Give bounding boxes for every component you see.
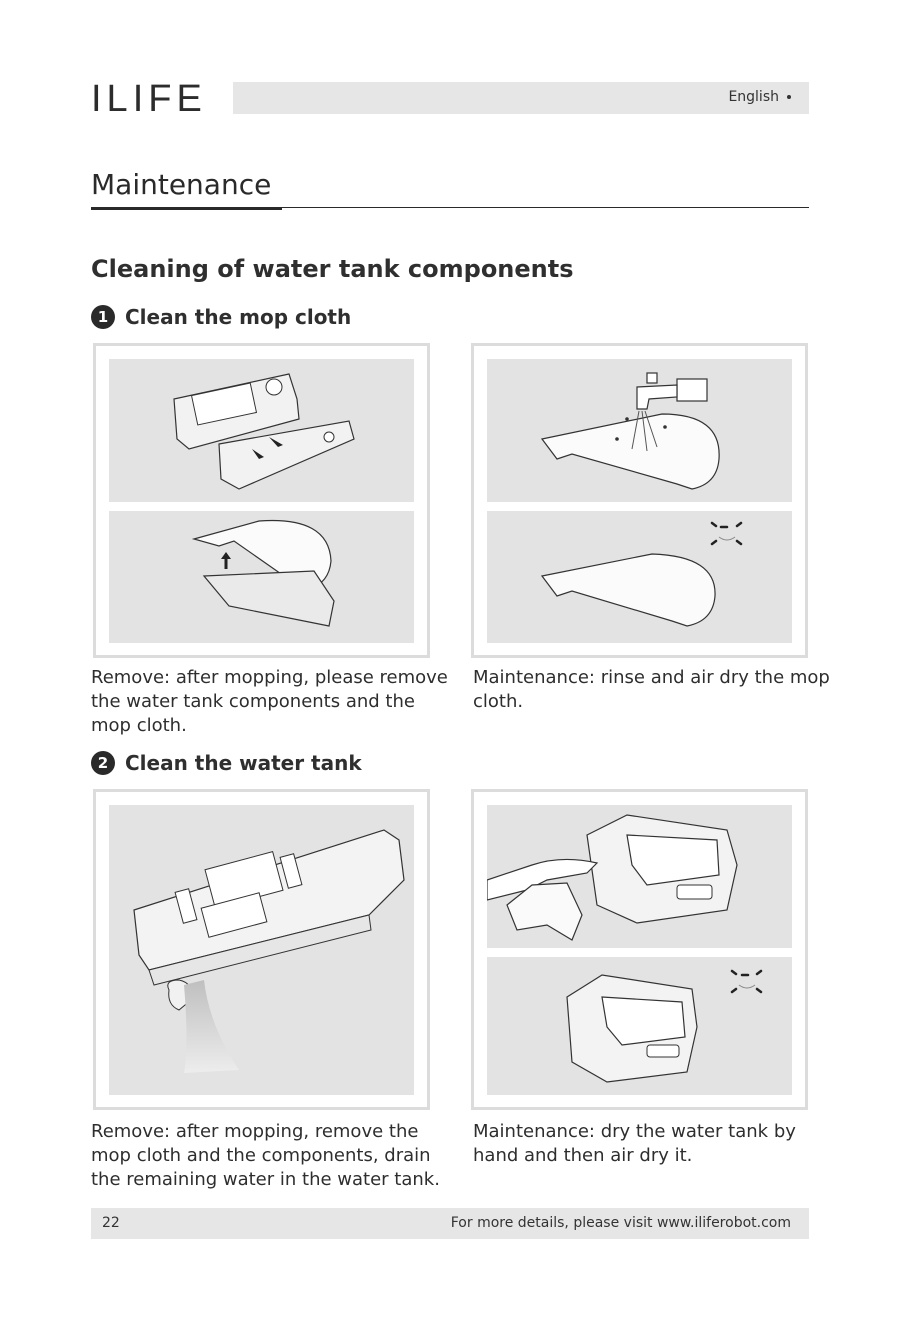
figure-dry-water-tank [471, 789, 808, 1110]
language-label: English [728, 89, 791, 105]
hand-wipe-icon [487, 814, 738, 941]
step-number-badge: 2 [91, 751, 115, 775]
air-dry-icon [540, 521, 743, 627]
step-title: Clean the mop cloth [125, 305, 352, 329]
bullet-icon [787, 95, 791, 99]
caption-remove-mop-cloth: Remove: after mopping, please remove the… [91, 667, 448, 736]
website-link[interactable]: For more details, please visit www.ilife… [450, 1215, 791, 1231]
figure-drain-water-tank [93, 789, 430, 1110]
water-drain-icon [133, 829, 405, 1073]
illustration-remove-water-tank [109, 359, 414, 502]
caption-rinse-mop-cloth: Maintenance: rinse and air dry the mop c… [473, 667, 830, 712]
water-tank-detach-icon [173, 373, 355, 490]
figure-rinse-mop-cloth [471, 343, 808, 658]
step-number-badge: 1 [91, 305, 115, 329]
header-bar: English [233, 82, 809, 114]
page-title: Maintenance [91, 168, 272, 201]
language-text: English [728, 89, 779, 105]
subsection-title: Cleaning of water tank components [91, 255, 574, 283]
brand-logo: ILIFE [91, 78, 207, 120]
step-1-heading: 1 Clean the mop cloth [91, 305, 351, 329]
illustration-drain-water-tank [109, 805, 414, 1095]
mop-cloth-detach-icon [191, 519, 335, 627]
caption-dry-water-tank: Maintenance: dry the water tank by hand … [473, 1121, 796, 1166]
faucet-rinse-icon [540, 372, 720, 490]
caption-drain-water-tank: Remove: after mopping, remove the mop cl… [91, 1121, 440, 1190]
page-number: 22 [102, 1215, 120, 1231]
illustration-air-dry-mop-cloth [487, 511, 792, 643]
illustration-air-dry-water-tank [487, 957, 792, 1095]
title-rule-accent [91, 207, 282, 210]
air-dry-icon [566, 969, 763, 1083]
figure-remove-mop-cloth [93, 343, 430, 658]
step-title: Clean the water tank [125, 751, 362, 775]
illustration-remove-mop-cloth [109, 511, 414, 643]
title-rule [91, 207, 809, 208]
illustration-rinse-mop-cloth [487, 359, 792, 502]
footer-bar: 22 For more details, please visit www.il… [91, 1208, 809, 1239]
step-2-heading: 2 Clean the water tank [91, 751, 362, 775]
illustration-wipe-water-tank [487, 805, 792, 948]
